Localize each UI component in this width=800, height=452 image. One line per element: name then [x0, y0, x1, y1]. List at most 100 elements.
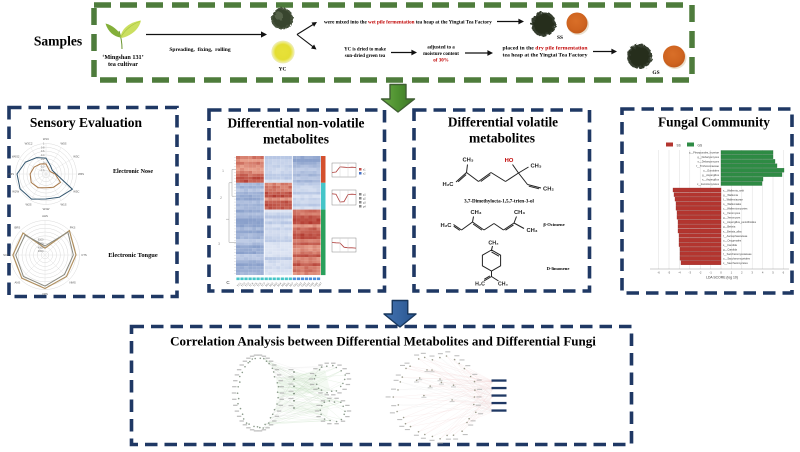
svg-text:GS: GS	[698, 144, 703, 148]
svg-text:were mixed into the wet pile f: were mixed into the wet pile fermentatio…	[324, 20, 492, 26]
svg-text:of 30%: of 30%	[433, 59, 448, 64]
svg-text:β-Ocimene: β-Ocimene	[543, 222, 564, 227]
svg-text:CH₃: CH₃	[470, 210, 481, 216]
svg-text:W1W: W1W	[43, 207, 50, 211]
svg-text:0.4: 0.4	[41, 153, 45, 157]
svg-text:o__Pleosporales_Incertae: o__Pleosporales_Incertae	[689, 151, 720, 155]
svg-text:W2W: W2W	[12, 190, 19, 194]
svg-text:g__Bettsia: g__Bettsia	[723, 225, 736, 229]
svg-text:Samples: Samples	[34, 34, 82, 49]
svg-text:g__Debaryomyces: g__Debaryomyces	[697, 155, 719, 159]
svg-text:CH₃: CH₃	[526, 228, 537, 234]
svg-text:c__Wallemiomycetes: c__Wallemiomycetes	[723, 207, 748, 211]
svg-text:AHS: AHS	[42, 214, 48, 218]
svg-text:2: 2	[220, 196, 222, 200]
svg-text:-4: -4	[678, 271, 681, 275]
svg-text:SCS: SCS	[3, 253, 9, 257]
svg-text:CTS: CTS	[81, 253, 87, 257]
svg-text:Differential non-volatile: Differential non-volatile	[228, 116, 365, 131]
svg-text:W3C: W3C	[73, 155, 79, 159]
svg-text:placed in the dry pile ferment: placed in the dry pile fermentation	[503, 46, 589, 52]
svg-text:f__Trichocomaceae: f__Trichocomaceae	[696, 164, 720, 168]
svg-text:6000: 6000	[38, 242, 44, 246]
svg-text:H₂C: H₂C	[441, 223, 453, 229]
svg-text:o__Saccharomycetales: o__Saccharomycetales	[723, 257, 751, 261]
svg-text:adjusted to a: adjusted to a	[427, 46, 455, 51]
svg-text:CH₃: CH₃	[488, 241, 499, 247]
svg-text:Electronic Tongue: Electronic Tongue	[108, 252, 158, 259]
svg-text:CH₃: CH₃	[462, 158, 473, 164]
svg-text:HO: HO	[505, 158, 514, 164]
svg-text:3,7-Dimethylocta-1,5,7-trien-3: 3,7-Dimethylocta-1,5,7-trien-3-ol	[464, 200, 534, 205]
svg-text:s__Wallemia_sebi: s__Wallemia_sebi	[723, 188, 744, 192]
svg-text:W2S: W2S	[25, 202, 31, 206]
svg-text:W3S: W3S	[8, 172, 14, 176]
svg-text:o__Eurotiales: o__Eurotiales	[703, 169, 720, 173]
svg-text:BRS: BRS	[15, 225, 21, 229]
svg-text:YC is dried to make: YC is dried to make	[344, 48, 387, 53]
svg-text:Fungal Community: Fungal Community	[658, 115, 770, 130]
svg-text:moisture content: moisture content	[423, 52, 459, 57]
svg-text:Sensory Evaluation: Sensory Evaluation	[30, 115, 143, 130]
svg-text:H₂C: H₂C	[443, 182, 455, 188]
svg-text:o__Onygenales: o__Onygenales	[723, 238, 742, 242]
svg-text:-0.2: -0.2	[40, 164, 45, 168]
svg-text:c__Saccharomycetes: c__Saccharomycetes	[723, 261, 748, 265]
svg-text:GS: GS	[652, 70, 659, 76]
svg-text:SS: SS	[557, 35, 563, 41]
svg-text:CH₃: CH₃	[498, 282, 508, 288]
svg-text:CH₂: CH₂	[543, 187, 554, 193]
svg-text:NMS: NMS	[69, 281, 75, 285]
svg-text:metabolites: metabolites	[469, 131, 535, 146]
svg-text:8000: 8000	[38, 238, 44, 242]
svg-text:Spreading, fixing, rolling: Spreading, fixing, rolling	[169, 47, 230, 53]
svg-text:ANS: ANS	[15, 281, 21, 285]
svg-text:g__Candida: g__Candida	[723, 248, 738, 252]
svg-text:Differential volatile: Differential volatile	[448, 115, 558, 130]
svg-text:0.2: 0.2	[41, 157, 45, 161]
svg-text:D-limonene: D-limonene	[547, 266, 570, 271]
svg-text:W3C2: W3C2	[25, 142, 33, 146]
svg-text:s__Aspergillus: s__Aspergillus	[702, 177, 720, 181]
svg-text:LDA SCORE (log 10): LDA SCORE (log 10)	[706, 276, 738, 280]
svg-text:4000: 4000	[38, 245, 44, 249]
svg-text:g__Wallemia: g__Wallemia	[723, 193, 738, 197]
svg-text:3: 3	[218, 242, 220, 246]
svg-text:tea cultivar: tea cultivar	[108, 61, 138, 68]
svg-text:CH₃: CH₃	[514, 210, 525, 216]
svg-text:CPS: CPS	[42, 292, 48, 296]
svg-text:SS: SS	[677, 144, 681, 148]
svg-text:H₂C: H₂C	[475, 282, 485, 288]
svg-text:sun-dried green tea: sun-dried green tea	[345, 54, 386, 59]
svg-text:Electronic Nose: Electronic Nose	[113, 169, 153, 175]
svg-text:f__Wallemiaceae: f__Wallemiaceae	[723, 197, 744, 201]
svg-text:metabolites: metabolites	[263, 132, 329, 147]
svg-text:s__Candida: s__Candida	[723, 243, 737, 247]
svg-text:1: 1	[222, 169, 224, 173]
svg-text:0.6: 0.6	[41, 149, 45, 153]
svg-text:YC: YC	[279, 67, 287, 73]
svg-text:s__Debaryomyces: s__Debaryomyces	[698, 160, 720, 164]
svg-text:c__Eurotiomycetes: c__Eurotiomycetes	[697, 182, 720, 186]
svg-text:g__Xeromyces: g__Xeromyces	[723, 216, 741, 220]
svg-text:W5S: W5S	[60, 142, 66, 146]
svg-text:g__Aspergillus: g__Aspergillus	[702, 173, 720, 177]
svg-text:-0.4: -0.4	[40, 168, 45, 172]
svg-text:-3: -3	[689, 271, 692, 275]
svg-text:W6S2: W6S2	[12, 155, 20, 159]
svg-text:Correlation Analysis between D: Correlation Analysis between Differentia…	[170, 334, 596, 349]
svg-text:o__Wallemiales: o__Wallemiales	[723, 202, 742, 206]
svg-text:f__Ascosphaeraceae: f__Ascosphaeraceae	[723, 234, 748, 238]
svg-text:s__Bettsia_alba: s__Bettsia_alba	[723, 229, 742, 233]
svg-text:2000: 2000	[38, 249, 44, 253]
svg-text:W5C: W5C	[73, 190, 79, 194]
svg-text:W1S: W1S	[60, 202, 66, 206]
svg-text:-1: -1	[709, 271, 712, 275]
svg-text:s__Xeromyces: s__Xeromyces	[723, 211, 741, 215]
svg-text:-6: -6	[657, 271, 660, 275]
svg-text:s__Aspergillus_penicillioides: s__Aspergillus_penicillioides	[723, 220, 757, 224]
svg-text:tea heap at the Yingtai Tea Fa: tea heap at the Yingtai Tea Factory	[503, 53, 588, 59]
svg-text:CH₃: CH₃	[530, 164, 541, 170]
svg-text:-2: -2	[699, 271, 702, 275]
svg-text:f__Saccharomycetaceae: f__Saccharomycetaceae	[723, 252, 752, 256]
